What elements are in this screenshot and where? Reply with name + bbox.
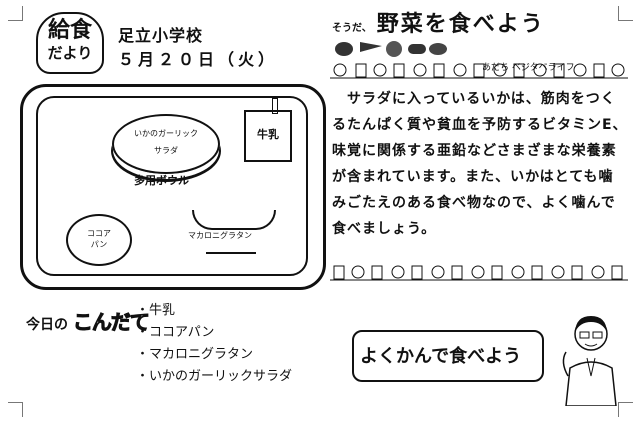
article-text: サラダに入っているいかは、筋肉をつくるたんぱく質や貧血を予防するビタミンE、味覚… <box>332 91 628 237</box>
banner-sub-text: あだち ベジタベライフ <box>482 63 575 73</box>
bowl-line1: いかのガーリック <box>134 129 198 138</box>
bowl-line2: サラダ <box>154 146 178 155</box>
crop-mark-bottom-left <box>8 402 23 417</box>
vegetable-campaign-banner: そうだ、 野菜を食べよう あだち ベジタベライフ <box>332 6 630 73</box>
banner-main-text: 野菜を食べよう <box>376 12 545 37</box>
slogan-text: よくかんで食べよう <box>360 346 522 367</box>
lunch-tray <box>20 84 326 290</box>
bowl-type-label: 多用ボウル <box>134 174 189 187</box>
banner-small-text: そうだ、 <box>332 23 372 34</box>
lunch-tray-inner <box>36 96 308 276</box>
menu-title-main: こんだて <box>72 310 150 335</box>
vegetable-border-icon <box>330 63 628 79</box>
crop-mark-top-left <box>8 6 23 21</box>
milk-label: 牛乳 <box>257 128 279 141</box>
menu-item: ・いかのガーリックサラダ <box>136 369 293 384</box>
gratin-dish <box>192 210 276 230</box>
crop-mark-top-right <box>618 6 633 21</box>
straw-icon <box>272 98 278 114</box>
menu-item: ・ココアパン <box>136 325 215 340</box>
slogan-box <box>352 330 544 382</box>
school-name: 足立小学校 <box>118 26 204 45</box>
gratin-label: マカロニグラタン <box>188 231 252 240</box>
menu-title-prefix: 今日の <box>26 317 68 333</box>
menu-item: ・牛乳 <box>136 303 176 318</box>
plate-line2: パン <box>90 240 108 249</box>
bread-plate: ココア パン <box>66 214 132 266</box>
kyushoku-dayori-logo: 給食 だより <box>36 12 104 74</box>
vegetable-illustration-icon <box>335 41 447 57</box>
salad-bowl: いかのガーリック サラダ <box>112 114 220 174</box>
gratin-dish-base <box>206 252 256 254</box>
nutritionist-illustration-icon <box>562 316 617 406</box>
menu-title: 今日の こんだて <box>26 306 150 335</box>
milk-carton: 牛乳 <box>244 110 292 162</box>
logo-line1: 給食 <box>47 18 92 43</box>
plate-line1: ココア <box>87 229 111 238</box>
issue-date: ５月２０日（火） <box>118 50 279 69</box>
crop-mark-bottom-right <box>618 402 633 417</box>
menu-item: ・マカロニグラタン <box>136 347 254 362</box>
vegetable-border-icon <box>330 265 628 281</box>
logo-line2: だより <box>47 44 93 62</box>
menu-list: ・牛乳 ・ココアパン ・マカロニグラタン ・いかのガーリックサラダ <box>136 300 292 388</box>
